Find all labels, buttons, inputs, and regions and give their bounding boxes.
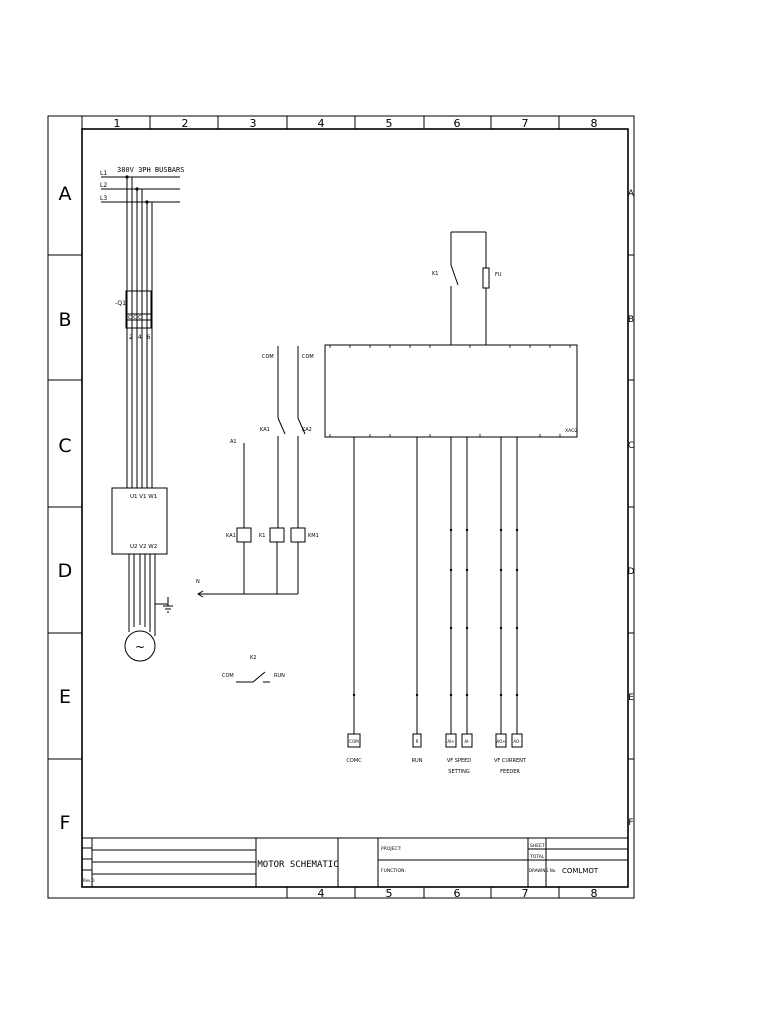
col-label: 3 [250, 117, 257, 130]
terminal-com [347, 733, 361, 748]
k1-contact [450, 264, 459, 286]
col-label: 7 [522, 887, 529, 900]
coil-ka1 [236, 527, 252, 543]
motor-symbol [124, 630, 156, 662]
terminal-caption: FEEDER [500, 769, 520, 775]
breaker-trip-mark: C C C [128, 315, 142, 321]
neutral-label: N [196, 579, 200, 585]
row-label: E [59, 686, 71, 708]
row-label: B [628, 315, 634, 325]
k2-com-label: COM [222, 673, 234, 679]
terminal-caption: COMC [346, 758, 362, 764]
function-label: FUNCTION: [381, 868, 406, 874]
neutral-arrow [197, 590, 204, 598]
controller: K1 FU XAO2 [324, 231, 578, 734]
controller-tag: XAO2 [565, 428, 578, 434]
breaker-box [125, 290, 152, 329]
col-label: 8 [591, 887, 598, 900]
row-label: D [58, 560, 73, 582]
breaker-label: -Q1 [115, 300, 126, 307]
line-label-l2: L2 [100, 182, 107, 189]
terminal-strip: COM R AI+ AI- AO+ AO- COMC RUN VF SPEED … [346, 733, 527, 775]
terminal-caption: SETTING [448, 769, 470, 775]
terminal-label: COM [349, 739, 359, 744]
col-label: 5 [386, 887, 393, 900]
supply-label: 380V 3PH BUSBARS [117, 166, 184, 174]
controller-box [324, 344, 578, 438]
contact-label: A1 [230, 439, 237, 445]
coil-label: KA1 [226, 533, 236, 539]
com-label: COM [262, 354, 274, 360]
row-label: F [628, 818, 633, 828]
line-label-l1: L1 [100, 170, 107, 177]
row-label: C [58, 435, 71, 457]
col-label: 1 [114, 117, 121, 130]
row-labels-left: A B C D E F [58, 183, 73, 834]
column-labels-top: 1 2 3 4 5 6 7 8 [114, 117, 598, 130]
row-label: E [628, 693, 634, 703]
col-label: 2 [182, 117, 189, 130]
sheet-label: SHEET [530, 843, 545, 849]
row-label: C [628, 441, 634, 451]
col-label: 4 [318, 887, 325, 900]
coil-km1 [290, 527, 306, 543]
terminal-ai-plus [445, 733, 457, 748]
terminal-label: AO+ [496, 739, 505, 744]
terminal-caption: RUN [412, 758, 423, 764]
row-label: A [59, 183, 72, 205]
contact-label: KA1 [260, 427, 270, 433]
coil-k1 [269, 527, 285, 543]
terminal-label: AI- [464, 739, 470, 744]
motor-ac-mark: ~ [135, 640, 145, 654]
contact-ka2 [297, 417, 306, 435]
relay-circuit: COM COM KA1 KA2 A1 KA1 K1 KM1 N [196, 346, 319, 598]
title-block: MOTOR SCHEMATIC PROJECT: FUNCTION: SHEET… [82, 837, 628, 887]
terminal-caption: VF CURRENT [494, 758, 527, 764]
coil-label: K1 [259, 533, 265, 539]
terminal-ao-plus [495, 733, 507, 748]
revision-label: Rev.D [83, 878, 94, 883]
k2-contact: K2 COM RUN [222, 655, 285, 683]
drawing-frame [47, 115, 635, 899]
total-label: TOTAL [529, 854, 545, 860]
coil-label: KM1 [308, 533, 319, 539]
terminal-label: AO- [513, 739, 521, 744]
row-label: A [628, 189, 635, 199]
col-label: 8 [591, 117, 598, 130]
terminal-label: R [416, 739, 419, 744]
col-label: 5 [386, 117, 393, 130]
vfd-inputs: U1 V1 W1 [130, 494, 157, 500]
col-label: 7 [522, 117, 529, 130]
line-label-l3: L3 [100, 195, 107, 202]
row-label: B [58, 309, 71, 331]
terminal-ai-minus [461, 733, 473, 748]
project-label: PROJECT: [381, 846, 401, 852]
fuse-fu [482, 267, 490, 289]
terminal-caption: VF SPEED [447, 758, 471, 764]
column-labels-bottom: 4 5 6 7 8 [318, 887, 598, 900]
k2-run-label: RUN [274, 673, 285, 679]
drawing-no-label: DRAWING No. [529, 868, 556, 873]
com-label: COM [302, 354, 314, 360]
terminal-label: AI+ [447, 739, 454, 744]
contact-ka1 [277, 417, 286, 435]
drawing-title: MOTOR SCHEMATIC [257, 860, 338, 870]
k1-contact-label: K1 [432, 271, 438, 277]
col-label: 6 [454, 887, 461, 900]
row-labels-right: A B C D E F [628, 189, 635, 828]
terminal-ao-minus [511, 733, 523, 748]
fuse-label: FU [495, 272, 502, 278]
drawing-number: COMLMOT [562, 867, 599, 875]
contact-label: KA2 [302, 427, 312, 433]
row-label: F [60, 812, 71, 834]
k2-label: K2 [250, 655, 256, 661]
col-label: 4 [318, 117, 325, 130]
col-label: 6 [454, 117, 461, 130]
row-label: D [628, 567, 635, 577]
terminal-run [412, 733, 422, 748]
vfd-outputs: U2 V2 W2 [130, 544, 157, 550]
